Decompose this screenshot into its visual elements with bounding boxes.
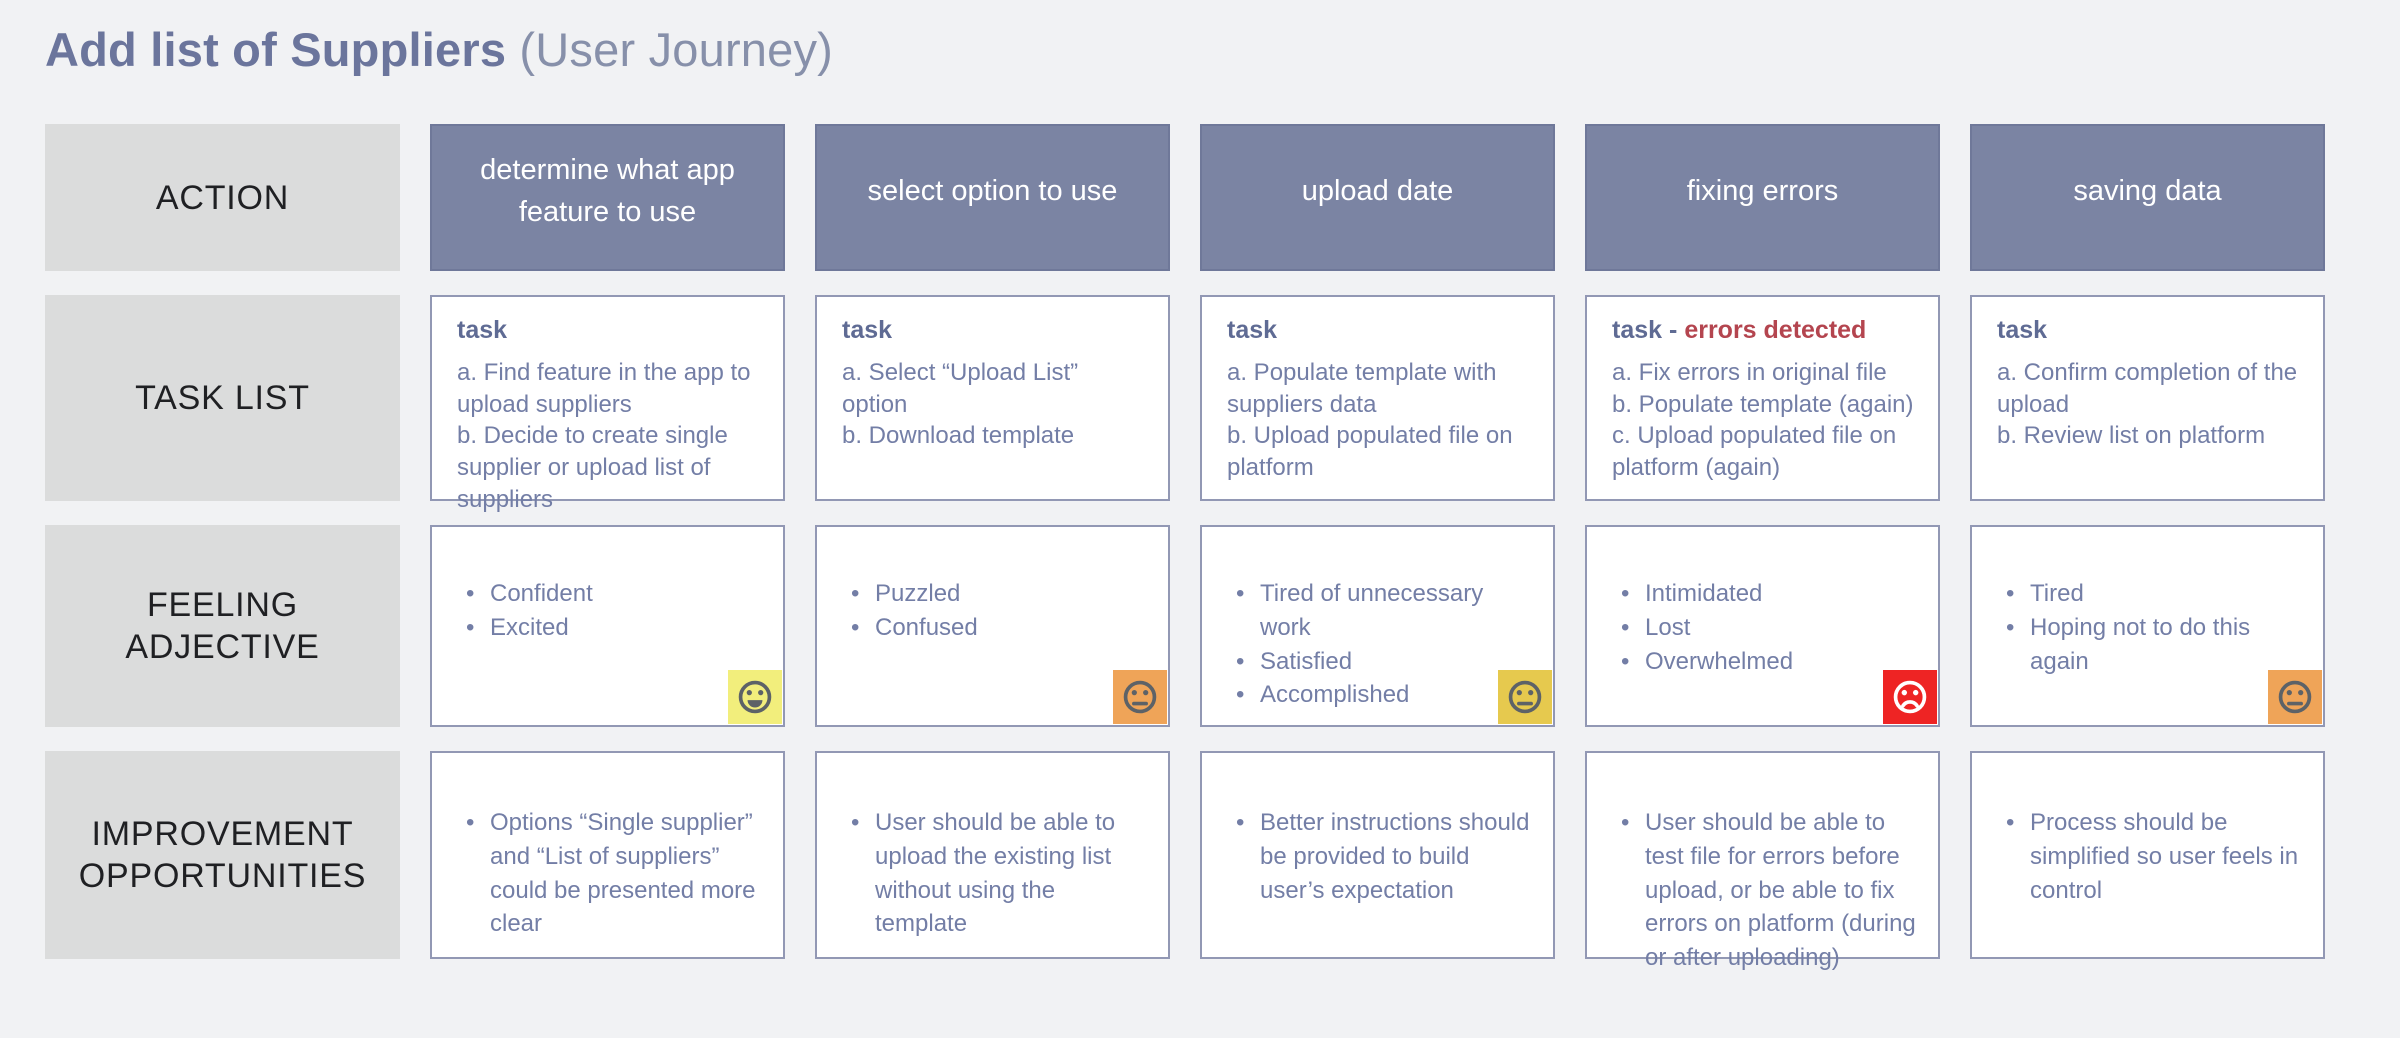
feeling-item: Satisfied bbox=[1232, 645, 1535, 679]
feeling-list: Intimidated Lost Overwhelmed bbox=[1617, 577, 1920, 678]
stage-3-task-cell: task a. Populate template with suppliers… bbox=[1200, 295, 1555, 502]
improvement-list: User should be able to test file for err… bbox=[1617, 806, 1916, 974]
stage-4-task-cell: task -errors detected a. Fix errors in o… bbox=[1585, 295, 1940, 502]
improvement-item: Process should be simplified so user fee… bbox=[2002, 806, 2301, 907]
row-header-feeling: FEELING ADJECTIVE bbox=[45, 525, 400, 728]
mood-badge bbox=[1113, 670, 1167, 725]
neutral-face-icon bbox=[1123, 681, 1157, 714]
feeling-item: Confident bbox=[462, 577, 765, 611]
stage-5-task-cell: task a. Confirm completion of the upload… bbox=[1970, 295, 2325, 502]
improvement-list: Process should be simplified so user fee… bbox=[2002, 806, 2301, 907]
improvement-list: User should be able to upload the existi… bbox=[847, 806, 1146, 940]
row-header-task-list: TASK LIST bbox=[45, 295, 400, 502]
sad-face-icon bbox=[1893, 681, 1927, 714]
page-title-suffix: (User Journey) bbox=[506, 23, 834, 76]
feeling-list: Puzzled Confused bbox=[847, 577, 1150, 644]
task-item: a. Find feature in the app to upload sup… bbox=[457, 358, 751, 418]
neutral-face-icon bbox=[1508, 681, 1542, 714]
task-item: a. Confirm completion of the upload bbox=[1997, 358, 2298, 418]
improvement-list: Options “Single supplier” and “List of s… bbox=[462, 806, 761, 940]
task-item: b. Populate template (again) bbox=[1612, 390, 1914, 418]
improvement-list: Better instructions should be provided t… bbox=[1232, 806, 1531, 907]
improvement-item: User should be able to upload the existi… bbox=[847, 806, 1146, 940]
stage-3-improvement-cell: Better instructions should be provided t… bbox=[1200, 751, 1555, 960]
feeling-item: Tired bbox=[2002, 577, 2305, 611]
stage-3-action-header: upload date bbox=[1200, 124, 1555, 272]
task-item: b. Download template bbox=[842, 422, 1075, 450]
task-label: task bbox=[842, 316, 893, 345]
row-header-improvement: IMPROVEMENT OPPORTUNITIES bbox=[45, 751, 400, 960]
mood-badge bbox=[2268, 670, 2322, 725]
neutral-face-icon bbox=[2278, 681, 2312, 714]
feeling-list: Tired Hoping not to do this again bbox=[2002, 577, 2305, 678]
task-label: task bbox=[1227, 316, 1278, 345]
stage-5-action-header: saving data bbox=[1970, 124, 2325, 272]
feeling-item: Puzzled bbox=[847, 577, 1150, 611]
feeling-item: Intimidated bbox=[1617, 577, 1920, 611]
task-error-label: errors detected bbox=[1684, 316, 1867, 345]
task-item: a. Select “Upload List” option bbox=[842, 358, 1079, 418]
stage-2-improvement-cell: User should be able to upload the existi… bbox=[815, 751, 1170, 960]
page-title-main: Add list of Suppliers bbox=[45, 23, 507, 76]
stage-1-feeling-cell: Confident Excited bbox=[430, 525, 785, 728]
feeling-item: Hoping not to do this again bbox=[2002, 611, 2305, 678]
stage-1-action-header: determine what app feature to use bbox=[430, 124, 785, 272]
stage-4-action-header: fixing errors bbox=[1585, 124, 1940, 272]
task-item: b. Review list on platform bbox=[1997, 422, 2266, 450]
page-title: Add list of Suppliers (User Journey) bbox=[45, 22, 2355, 78]
mood-badge bbox=[728, 670, 782, 725]
task-item: a. Populate template with suppliers data bbox=[1227, 358, 1497, 418]
feeling-item: Confused bbox=[847, 611, 1150, 645]
user-journey-page: Add list of Suppliers (User Journey) ACT… bbox=[0, 0, 2400, 959]
task-item: b. Decide to create single supplier or u… bbox=[457, 422, 728, 514]
stage-2-action-header: select option to use bbox=[815, 124, 1170, 272]
task-label: task bbox=[1997, 316, 2048, 345]
task-item: a. Fix errors in original file bbox=[1612, 358, 1887, 386]
feeling-list: Tired of unnecessary work Satisfied Acco… bbox=[1232, 577, 1535, 711]
feeling-list: Confident Excited bbox=[462, 577, 765, 644]
row-header-action: ACTION bbox=[45, 124, 400, 272]
feeling-item: Tired of unnecessary work bbox=[1232, 577, 1535, 644]
happy-face-icon bbox=[738, 681, 772, 714]
stage-2-feeling-cell: Puzzled Confused bbox=[815, 525, 1170, 728]
stage-4-improvement-cell: User should be able to test file for err… bbox=[1585, 751, 1940, 971]
stage-5-feeling-cell: Tired Hoping not to do this again bbox=[1970, 525, 2325, 728]
stage-5-improvement-cell: Process should be simplified so user fee… bbox=[1970, 751, 2325, 960]
mood-badge bbox=[1498, 670, 1552, 725]
feeling-item: Accomplished bbox=[1232, 678, 1535, 712]
mood-badge bbox=[1883, 670, 1937, 725]
improvement-item: Better instructions should be provided t… bbox=[1232, 806, 1531, 907]
task-item: b. Upload populated file on platform bbox=[1227, 422, 1513, 482]
stage-1-improvement-cell: Options “Single supplier” and “List of s… bbox=[430, 751, 785, 960]
improvement-item: Options “Single supplier” and “List of s… bbox=[462, 806, 761, 940]
feeling-item: Overwhelmed bbox=[1617, 645, 1920, 679]
stage-2-task-cell: task a. Select “Upload List” option b. D… bbox=[815, 295, 1170, 502]
task-label: task bbox=[457, 316, 508, 345]
stage-1-task-cell: task a. Find feature in the app to uploa… bbox=[430, 295, 785, 513]
stage-4-feeling-cell: Intimidated Lost Overwhelmed bbox=[1585, 525, 1940, 728]
task-label: task -errors detected bbox=[1612, 316, 1867, 345]
task-item: c. Upload populated file on platform (ag… bbox=[1612, 422, 1897, 482]
stage-3-feeling-cell: Tired of unnecessary work Satisfied Acco… bbox=[1200, 525, 1555, 728]
journey-grid: ACTION determine what app feature to use… bbox=[45, 124, 2355, 971]
feeling-item: Lost bbox=[1617, 611, 1920, 645]
improvement-item: User should be able to test file for err… bbox=[1617, 806, 1916, 974]
feeling-item: Excited bbox=[462, 611, 765, 645]
